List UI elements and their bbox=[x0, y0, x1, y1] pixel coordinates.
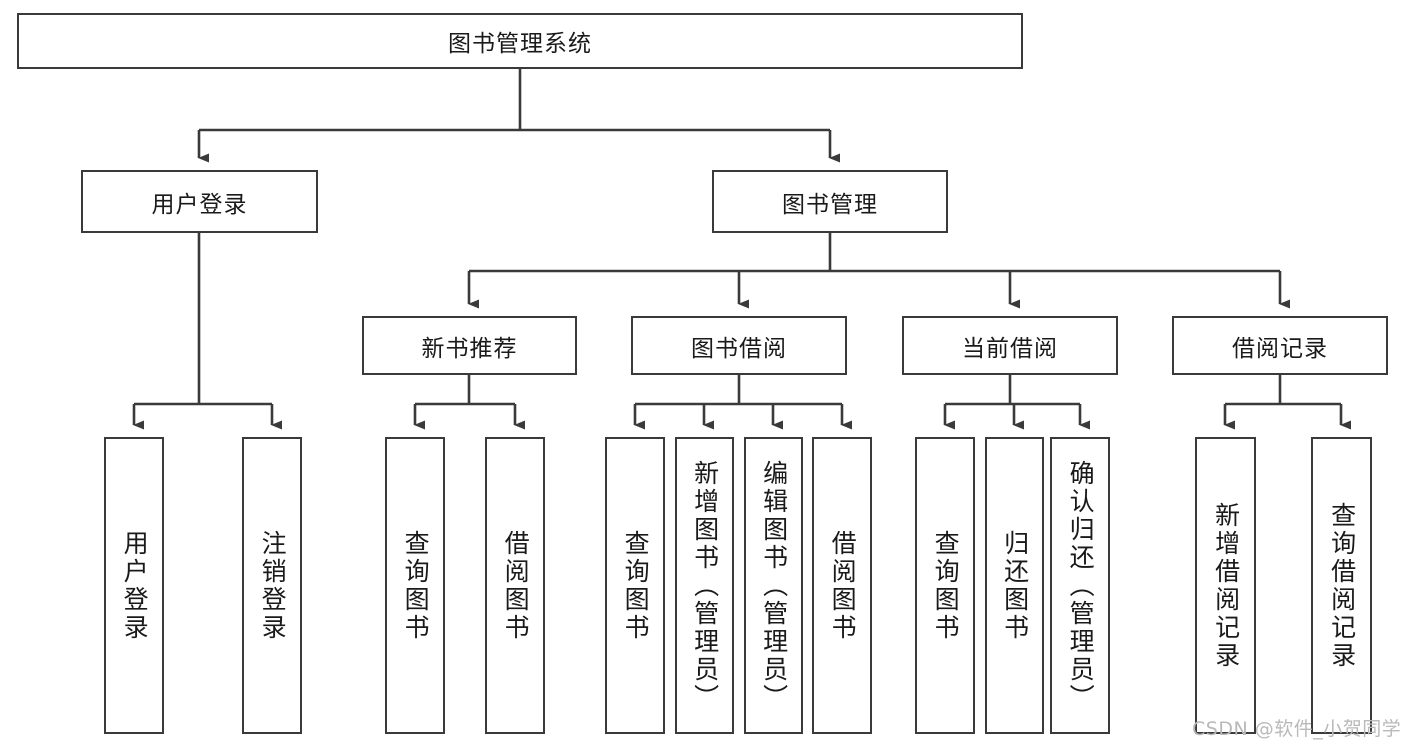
node-leaf-borrow-book-1-label: 借阅图书 bbox=[501, 529, 531, 642]
node-leaf-return-book-label: 归还图书 bbox=[1000, 529, 1030, 642]
node-new-book-rec[interactable]: 新书推荐 bbox=[362, 316, 577, 375]
node-leaf-query-book-1-label: 查询图书 bbox=[401, 529, 431, 642]
node-leaf-borrow-book-2[interactable]: 借阅图书 bbox=[812, 437, 872, 734]
node-leaf-query-book-3-label: 查询图书 bbox=[931, 529, 961, 642]
node-leaf-logout-label: 注销登录 bbox=[258, 529, 288, 642]
node-leaf-query-book-3[interactable]: 查询图书 bbox=[915, 437, 975, 734]
node-leaf-query-book-2[interactable]: 查询图书 bbox=[605, 437, 665, 734]
node-leaf-logout[interactable]: 注销登录 bbox=[242, 437, 302, 734]
node-leaf-user-login-label: 用户登录 bbox=[120, 529, 150, 642]
node-user-login[interactable]: 用户登录 bbox=[81, 170, 318, 233]
node-leaf-borrow-book-2-label: 借阅图书 bbox=[828, 529, 858, 642]
node-root[interactable]: 图书管理系统 bbox=[17, 13, 1023, 69]
node-leaf-user-login[interactable]: 用户登录 bbox=[104, 437, 164, 734]
node-leaf-query-record[interactable]: 查询借阅记录 bbox=[1311, 437, 1372, 734]
node-leaf-add-book[interactable]: 新增图书（管理员） bbox=[675, 437, 734, 734]
node-book-manage-label: 图书管理 bbox=[782, 191, 878, 218]
node-leaf-query-book-2-label: 查询图书 bbox=[621, 529, 651, 642]
node-leaf-confirm-return-label: 确认归还（管理员） bbox=[1066, 459, 1096, 712]
node-leaf-borrow-book-1[interactable]: 借阅图书 bbox=[485, 437, 545, 734]
node-user-login-label: 用户登录 bbox=[151, 191, 248, 218]
node-leaf-edit-book[interactable]: 编辑图书（管理员） bbox=[744, 437, 803, 734]
node-borrow-record-label: 借阅记录 bbox=[1232, 335, 1328, 362]
node-leaf-confirm-return[interactable]: 确认归还（管理员） bbox=[1050, 437, 1110, 734]
node-current-borrow[interactable]: 当前借阅 bbox=[902, 316, 1118, 375]
node-root-label: 图书管理系统 bbox=[448, 31, 592, 57]
node-borrow-record[interactable]: 借阅记录 bbox=[1172, 316, 1388, 375]
node-leaf-add-record-label: 新增借阅记录 bbox=[1211, 501, 1241, 670]
node-leaf-add-book-label: 新增图书（管理员） bbox=[690, 459, 720, 712]
node-leaf-return-book[interactable]: 归还图书 bbox=[985, 437, 1044, 734]
node-leaf-query-record-label: 查询借阅记录 bbox=[1327, 501, 1357, 670]
node-leaf-query-book-1[interactable]: 查询图书 bbox=[385, 437, 445, 734]
csdn-watermark: CSDN @软件_小贺同学 bbox=[1192, 718, 1402, 740]
node-book-borrow[interactable]: 图书借阅 bbox=[631, 316, 847, 375]
node-leaf-add-record[interactable]: 新增借阅记录 bbox=[1195, 437, 1256, 734]
node-leaf-edit-book-label: 编辑图书（管理员） bbox=[759, 459, 789, 712]
node-book-borrow-label: 图书借阅 bbox=[691, 335, 787, 362]
node-new-book-rec-label: 新书推荐 bbox=[421, 335, 518, 362]
node-current-borrow-label: 当前借阅 bbox=[962, 335, 1058, 362]
node-book-manage[interactable]: 图书管理 bbox=[712, 170, 948, 233]
